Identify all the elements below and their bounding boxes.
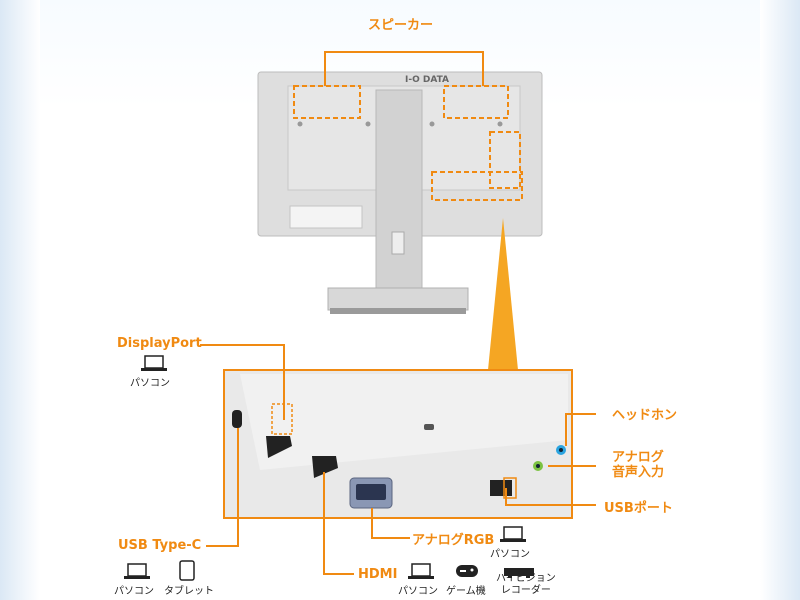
zoom-pointer (488, 218, 518, 370)
analog-audio-label-line1: アナログ (612, 450, 664, 465)
analog-rgb-callout-line (371, 508, 410, 539)
speaker-callout-line (324, 51, 484, 86)
stand-base-shadow (330, 308, 466, 314)
displayport-label: DisplayPort (117, 336, 202, 351)
analog-rgb-label: アナログRGB (412, 533, 495, 548)
laptop-icon (500, 526, 526, 542)
speaker-right-highlight (443, 85, 509, 119)
laptop-icon (408, 563, 434, 579)
screw (297, 121, 303, 127)
tablet-icon (179, 560, 195, 581)
speaker-label: スピーカー (368, 18, 434, 33)
stand-cable-hole (391, 231, 405, 255)
stand-base (327, 287, 469, 311)
hdmi-port (312, 456, 338, 478)
usb-typec-device-pc: パソコン (114, 586, 154, 597)
usb-typec-label: USB Type-C (118, 538, 202, 553)
speaker-left-highlight (293, 85, 361, 119)
gamepad-icon (456, 565, 478, 577)
displayport-callout-line (200, 344, 285, 420)
analog-rgb-device-pc: パソコン (490, 549, 530, 560)
brand-logo: I-O DATA (405, 75, 449, 85)
analog-audio-label: アナログ 音声入力 (612, 450, 664, 480)
monitor-stand (375, 89, 423, 291)
usb-typec-port (232, 410, 242, 428)
connector-side-highlight (489, 131, 521, 189)
usb-port-label: USBポート (604, 501, 673, 516)
hdmi-device-pc: パソコン (398, 586, 438, 597)
hdmi-device-recorder: ハイビジョン レコーダー (496, 573, 556, 597)
vga-port-socket (356, 484, 386, 500)
background-left-tint (0, 0, 40, 600)
recorder-caption-line1: ハイビジョン (496, 573, 556, 584)
screw (429, 121, 435, 127)
displayport-highlight (271, 403, 293, 435)
hdmi-device-game: ゲーム機 (446, 586, 486, 597)
headphone-callout-line (565, 413, 596, 446)
background-right-tint (760, 0, 800, 600)
screw (497, 121, 503, 127)
connector-bottom-highlight (431, 171, 523, 201)
analog-audio-label-line2: 音声入力 (612, 465, 665, 480)
usb-typec-device-tablet: タブレット (164, 586, 214, 597)
displayport-port (266, 436, 292, 458)
headphone-jack-hole (559, 448, 563, 452)
monitor-label-plate (289, 205, 363, 229)
laptop-icon (124, 563, 150, 579)
usb-typec-callout-line (206, 428, 239, 547)
analog-audio-jack-hole (536, 464, 540, 468)
displayport-device-pc: パソコン (130, 378, 170, 389)
laptop-icon (141, 355, 167, 371)
screw (365, 121, 371, 127)
hdmi-label: HDMI (358, 567, 398, 582)
lock-slot (424, 424, 434, 430)
usb-highlight (503, 477, 517, 499)
recorder-icon (504, 568, 534, 578)
usb-callout-line (505, 488, 596, 506)
hdmi-callout-line (323, 472, 354, 575)
usb-a-port (490, 480, 512, 496)
recorder-caption-line2: レコーダー (500, 585, 551, 596)
headphone-label: ヘッドホン (612, 408, 678, 423)
detail-panel-face (240, 374, 568, 470)
